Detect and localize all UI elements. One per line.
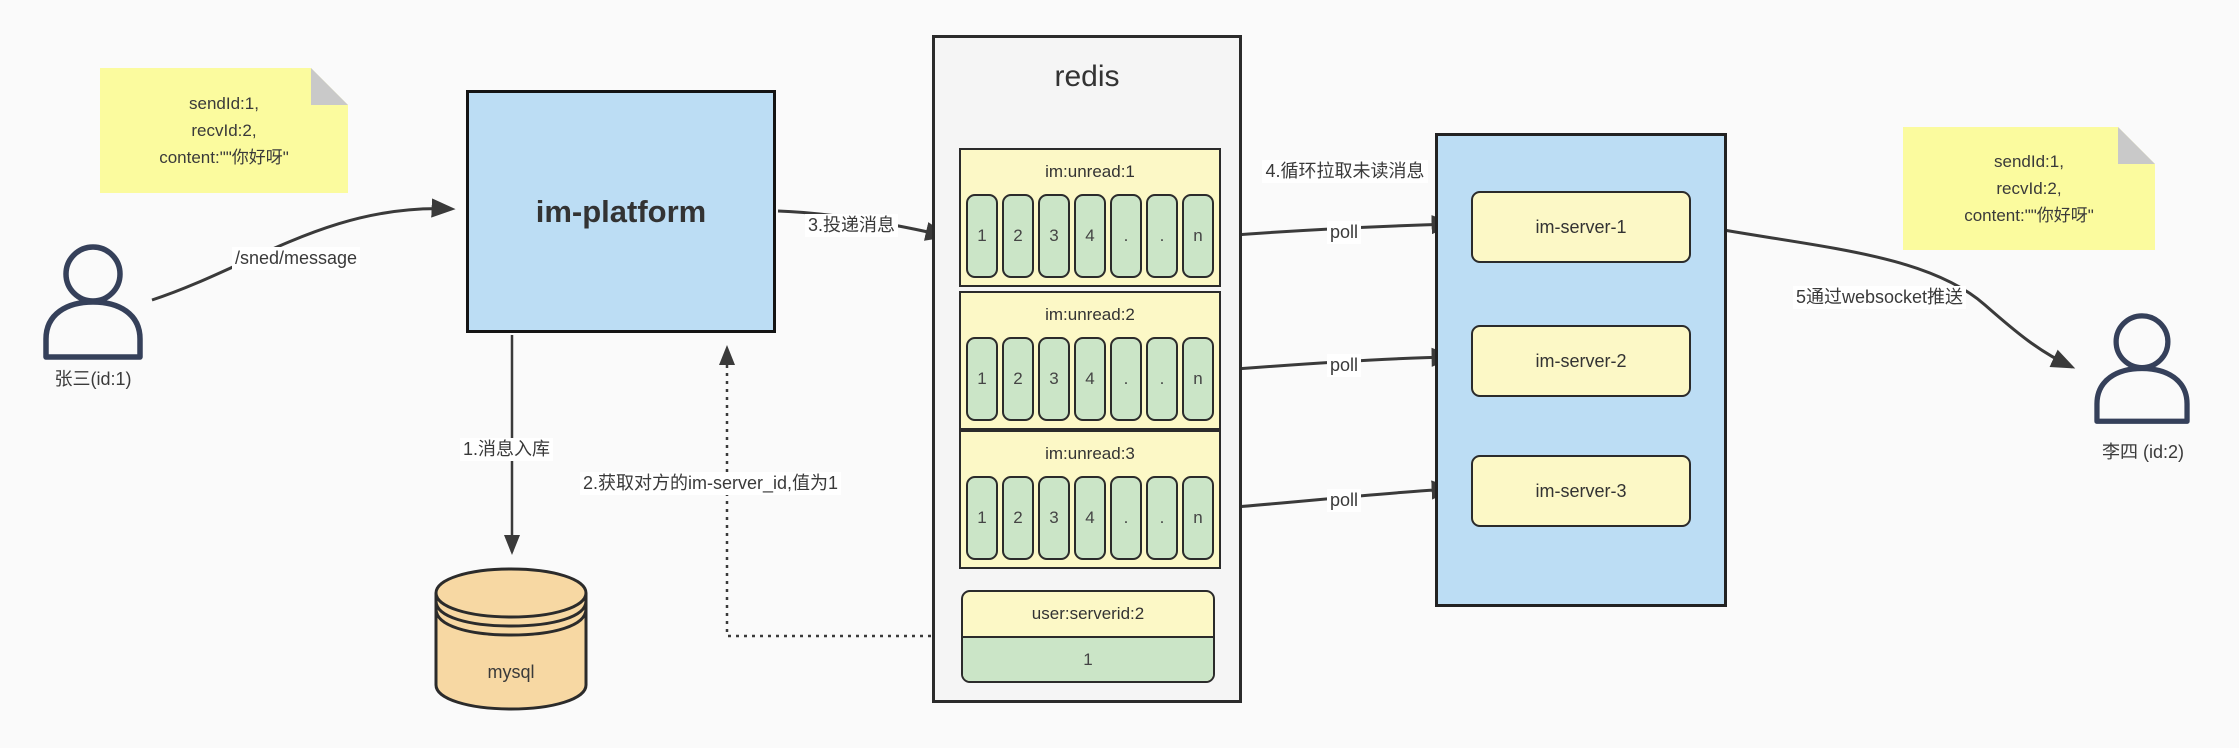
server-box-1: im-server-1 (1471, 191, 1691, 263)
receiver-label: 李四 (id:2) (2101, 442, 2184, 462)
queue-cells: 1 2 3 4 . . n (961, 194, 1219, 285)
queue-cell: 3 (1038, 194, 1070, 278)
queue-cell: . (1110, 194, 1142, 278)
queue-header: im:unread:1 (1045, 162, 1135, 181)
queue-cell: n (1182, 337, 1214, 421)
label-fetch-serverid: 2.获取对方的im-server_id,值为1 (580, 472, 842, 496)
queue-cell: n (1182, 476, 1214, 560)
queue-cell: 4 (1074, 476, 1106, 560)
note-line: sendId:1, (189, 93, 259, 113)
servers-container: im-server-1 im-server-2 im-server-3 (1435, 133, 1727, 607)
label-poll-3: poll (1327, 489, 1362, 513)
queue-cell: . (1146, 476, 1178, 560)
kv-user-serverid: user:serverid:2 1 (961, 590, 1215, 683)
mysql-cylinder-icon (434, 567, 588, 711)
label-pull-unread: 4.循环拉取未读消息 (1262, 160, 1428, 184)
label-deliver-message: 3.投递消息 (805, 214, 899, 238)
queue-cell: . (1110, 476, 1142, 560)
server-box-2: im-server-2 (1471, 325, 1691, 397)
queue-cell: 4 (1074, 194, 1106, 278)
server-box-3: im-server-3 (1471, 455, 1691, 527)
label-store-mysql: 1.消息入库 (460, 438, 554, 462)
label-poll-2: poll (1327, 354, 1362, 378)
platform-label: im-platform (535, 193, 707, 229)
queue-cell: . (1110, 337, 1142, 421)
queue-header: im:unread:2 (1045, 305, 1135, 324)
queue-cell: n (1182, 194, 1214, 278)
queue-cell: 2 (1002, 194, 1034, 278)
queue-cell: 1 (966, 337, 998, 421)
queue-cell: 4 (1074, 337, 1106, 421)
queue-cell: . (1146, 194, 1178, 278)
queue-cell: 3 (1038, 337, 1070, 421)
mysql-label: mysql (487, 662, 535, 682)
queue-unread-1: im:unread:1 1 2 3 4 . . n (959, 148, 1221, 287)
note-line: recvId:2, (1996, 178, 2062, 198)
queue-cell: . (1146, 337, 1178, 421)
person-receiver-icon (2094, 313, 2190, 424)
sticky-note-receiver: sendId:1, recvId:2, content:""你好呀" (1903, 127, 2155, 250)
note-line: content:""你好呀" (1964, 206, 2094, 226)
kv-header: user:serverid:2 (1031, 604, 1145, 623)
queue-cells: 1 2 3 4 . . n (961, 476, 1219, 567)
redis-title: redis (1054, 60, 1120, 93)
note-line: sendId:1, (1994, 151, 2064, 171)
queue-cell: 1 (966, 194, 998, 278)
note-line: content:""你好呀" (159, 148, 289, 168)
sender-label: 张三(id:1) (54, 369, 132, 389)
queue-cell: 2 (1002, 476, 1034, 560)
queue-unread-2: im:unread:2 1 2 3 4 . . n (959, 291, 1221, 430)
redis-container: redis im:unread:1 1 2 3 4 . . n im:unrea… (932, 35, 1242, 703)
queue-unread-3: im:unread:3 1 2 3 4 . . n (959, 430, 1221, 569)
label-send-message: /sned/message (232, 247, 361, 271)
platform-box: im-platform (466, 90, 776, 333)
label-push-websocket: 5通过websocket推送 (1793, 286, 1967, 310)
queue-cell: 3 (1038, 476, 1070, 560)
label-poll-1: poll (1327, 221, 1362, 245)
kv-value: 1 (963, 636, 1213, 681)
note-line: recvId:2, (191, 120, 257, 140)
queue-cells: 1 2 3 4 . . n (961, 337, 1219, 428)
person-sender-icon (43, 244, 143, 360)
queue-header: im:unread:3 (1045, 444, 1135, 463)
queue-cell: 2 (1002, 337, 1034, 421)
sticky-note-sender: sendId:1, recvId:2, content:""你好呀" (100, 68, 348, 193)
queue-cell: 1 (966, 476, 998, 560)
